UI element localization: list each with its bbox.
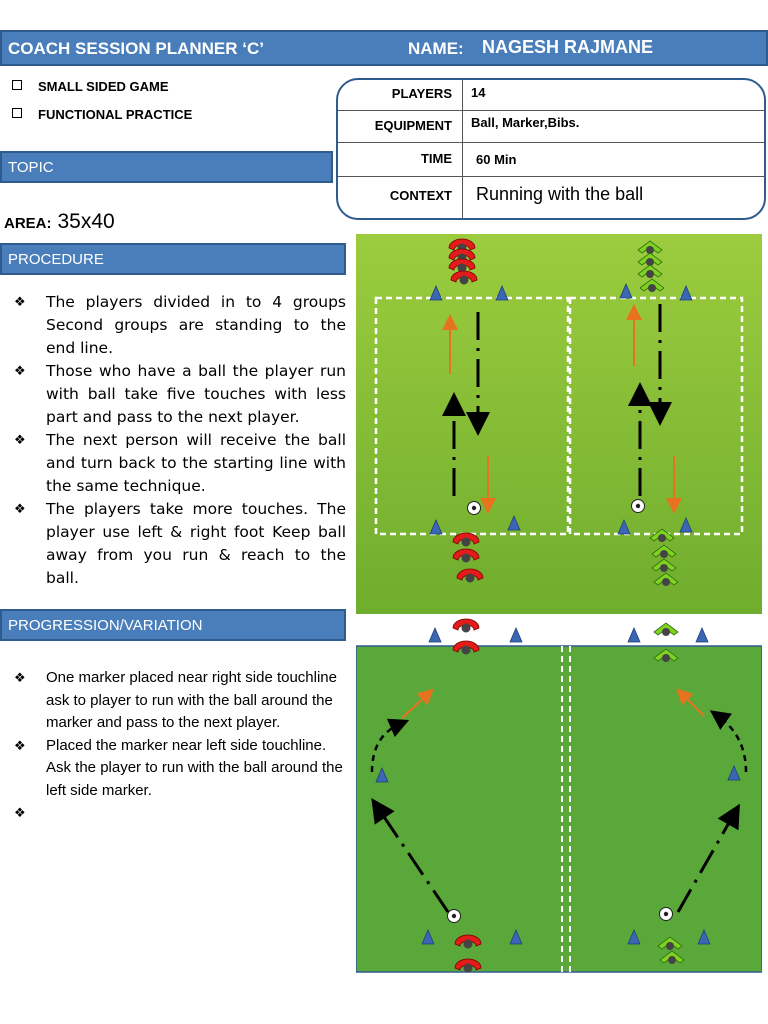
pitch-surface — [356, 645, 762, 973]
list-item: ❖Those who have a ball the player run wi… — [14, 362, 346, 426]
table-row: PLAYERS 14 — [338, 80, 764, 111]
table-divider — [462, 80, 463, 218]
list-item: ❖The players divided in to 4 groups Seco… — [14, 293, 346, 357]
drill-diagram-top — [356, 234, 762, 614]
ball-icon — [467, 501, 481, 515]
progression-section-header: PROGRESSION/VARIATION — [0, 609, 346, 641]
page-title: COACH SESSION PLANNER ‘C’ — [8, 39, 264, 58]
name-value: NAGESH RAJMANE — [482, 37, 654, 57]
diamond-bullet-icon: ❖ — [14, 670, 26, 685]
area-label: AREA: — [4, 215, 52, 232]
pass-arrow — [676, 688, 705, 717]
pitch-surface — [356, 234, 762, 614]
procedure-list: ❖The players divided in to 4 groups Seco… — [14, 291, 346, 590]
info-label: EQUIPMENT — [374, 118, 452, 133]
procedure-section-header: PROCEDURE — [0, 243, 346, 275]
checkbox-icon — [12, 80, 22, 90]
list-item: ❖The next person will receive the ball a… — [14, 431, 346, 495]
table-row: TIME 60 Min — [338, 142, 764, 177]
name-label: NAME: — [408, 39, 464, 58]
checkbox-label: SMALL SIDED GAME — [38, 79, 169, 94]
list-item: ❖One marker placed near right side touch… — [14, 669, 337, 731]
info-label: TIME — [420, 151, 452, 166]
diamond-bullet-icon: ❖ — [14, 737, 26, 753]
info-value: 60 Min — [476, 152, 517, 167]
progression-list: ❖One marker placed near right side touch… — [14, 667, 354, 820]
ball-icon — [631, 499, 645, 513]
diamond-bullet-icon: ❖ — [14, 502, 26, 517]
info-value: 14 — [471, 85, 486, 100]
checkbox-label: FUNCTIONAL PRACTICE — [38, 107, 193, 122]
list-item: ❖The players take more touches. The play… — [14, 500, 346, 587]
topic-label: TOPIC — [8, 159, 54, 176]
diamond-bullet-icon: ❖ — [14, 805, 26, 820]
ball-icon — [659, 907, 673, 921]
cone-icon — [509, 627, 523, 643]
cone-icon — [695, 627, 709, 643]
checkbox-icon — [12, 108, 22, 118]
checkbox-small-sided-game[interactable]: SMALL SIDED GAME — [12, 79, 169, 94]
green-player-marker — [653, 622, 679, 637]
list-item: ❖Placed the marker near left side touchl… — [14, 736, 343, 799]
table-row: CONTEXT Running with the ball — [338, 176, 764, 218]
run-arrow — [709, 710, 748, 773]
info-value: Ball, Marker,Bibs. — [471, 115, 580, 130]
area-value: 35x40 — [57, 210, 115, 233]
progression-label: PROGRESSION/VARIATION — [8, 617, 203, 634]
run-arrow — [370, 718, 410, 773]
cone-icon — [627, 627, 641, 643]
info-label: PLAYERS — [391, 86, 452, 101]
diamond-bullet-icon: ❖ — [14, 364, 26, 379]
cone-icon — [428, 627, 442, 643]
run-arrow — [676, 803, 740, 913]
diamond-bullet-icon: ❖ — [14, 433, 26, 448]
area-line: AREA: 35x40 — [4, 210, 115, 234]
drill-diagram-bottom — [356, 618, 762, 973]
pass-arrow — [401, 688, 434, 719]
red-player-marker — [452, 618, 480, 633]
info-value: Running with the ball — [476, 184, 644, 204]
run-arrow — [371, 798, 450, 913]
ball-icon — [447, 909, 461, 923]
table-row: EQUIPMENT Ball, Marker,Bibs. — [338, 110, 764, 143]
header-bar: COACH SESSION PLANNER ‘C’ NAME: NAGESH R… — [0, 30, 768, 66]
info-label: CONTEXT — [389, 188, 452, 203]
diamond-bullet-icon: ❖ — [14, 295, 26, 310]
procedure-label: PROCEDURE — [8, 251, 104, 268]
topic-section-header: TOPIC — [0, 151, 333, 183]
checkbox-functional-practice[interactable]: FUNCTIONAL PRACTICE — [12, 107, 192, 122]
session-info-table: PLAYERS 14 EQUIPMENT Ball, Marker,Bibs. … — [336, 78, 766, 220]
